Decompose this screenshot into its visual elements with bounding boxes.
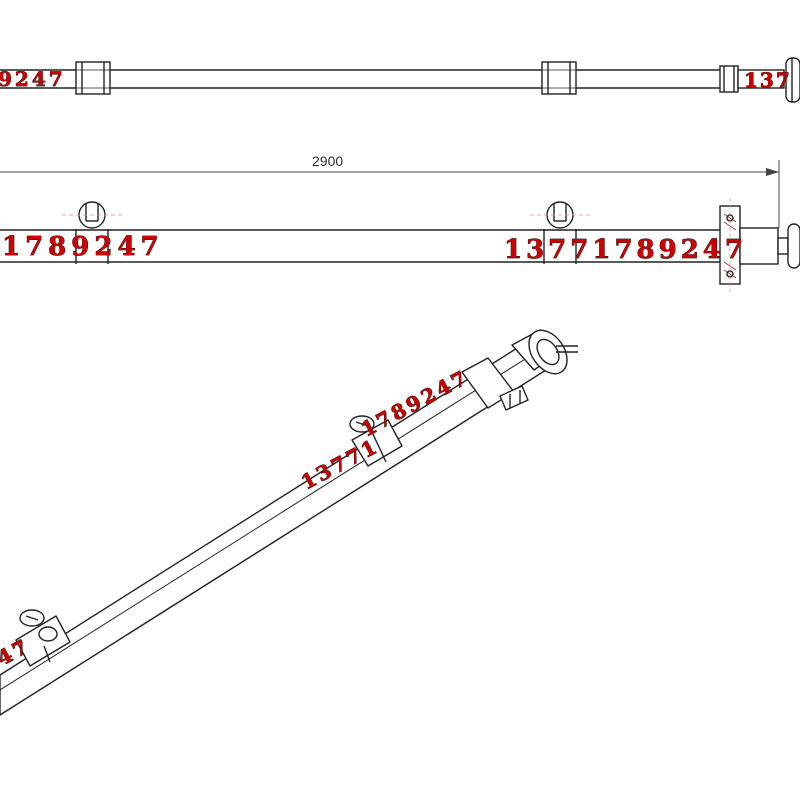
- top-clamp-middle: [541, 61, 577, 95]
- iso-middle-clamp: [349, 415, 403, 467]
- iso-lower-clamp: [15, 609, 71, 667]
- top-handwheel: [785, 57, 800, 103]
- top-view: [0, 57, 800, 103]
- front-bolt-knob-middle: [530, 201, 590, 264]
- front-view: [0, 198, 800, 292]
- watermark-top-right: 137: [744, 68, 792, 92]
- isometric-view: [0, 329, 578, 716]
- dimension-label: 2900: [312, 153, 343, 169]
- watermark-top-left: 9247: [0, 67, 66, 91]
- dimension-2900: [0, 160, 780, 228]
- front-handwheel: [777, 223, 800, 269]
- iso-tube-edge: [0, 355, 531, 691]
- iso-upper-bracket: [461, 357, 529, 411]
- iso-end-assembly: [511, 329, 578, 375]
- dimension-arrow-head: [766, 168, 779, 176]
- iso-tube-body: [0, 344, 547, 716]
- watermark-front-right: 13771789247: [504, 235, 747, 265]
- top-end-bracket: [719, 65, 785, 93]
- watermark-front-left: 1789247: [2, 232, 164, 262]
- top-clamp-left: [75, 61, 111, 95]
- front-bolt-knob-left: [62, 201, 122, 264]
